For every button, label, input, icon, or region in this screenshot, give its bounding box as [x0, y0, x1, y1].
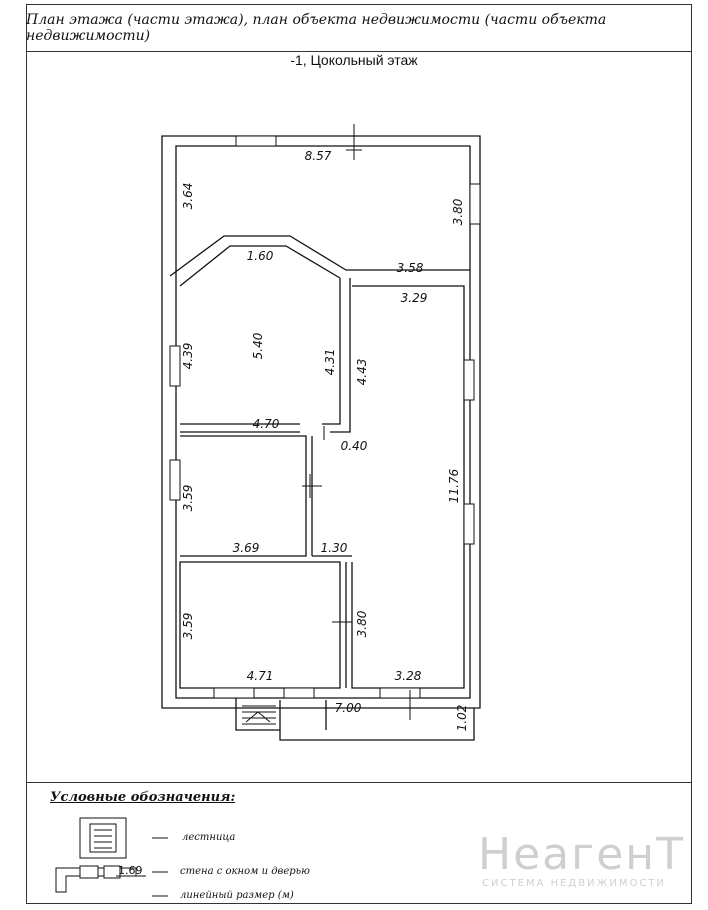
hex-wall-inner [179, 245, 341, 287]
legend-separator [26, 782, 692, 783]
outer-wall-inner [175, 145, 471, 699]
dim-room3-right: 3.80 [355, 610, 369, 637]
dim-room1-diag: 5.40 [251, 332, 265, 359]
legend-wall-icon [55, 865, 137, 893]
room1-wall [322, 278, 341, 425]
dim-top-width: 8.57 [305, 149, 332, 163]
outer-wall [161, 135, 481, 709]
legend-dimension-example: 1.69 [118, 864, 143, 877]
floor-title: -1, Цокольный этаж [290, 52, 418, 68]
dim-left-top: 3.64 [181, 183, 195, 210]
dim-room1-right: 4.31 [323, 349, 337, 376]
legend-wall-label: стена с окном и дверью [180, 866, 310, 877]
window-bottom-2 [283, 687, 315, 699]
dim-right-room-height: 11.76 [447, 468, 461, 503]
window-left-1 [169, 345, 181, 387]
dim-right-room-left: 4.43 [355, 359, 369, 386]
dim-right-room-width: 3.29 [401, 291, 428, 305]
dim-porch-depth: 1.02 [455, 705, 469, 732]
dim-room1-left: 4.39 [181, 343, 195, 370]
cross-mark-3 [332, 610, 352, 634]
dim-corridor-top: 3.58 [397, 261, 424, 275]
dim-right-top: 3.80 [451, 198, 465, 225]
dim-right-room-bottom: 3.28 [395, 669, 422, 683]
window-left-2 [169, 459, 181, 501]
dim-room3-bottom: 4.71 [247, 669, 274, 683]
dim-corridor-step: 1.30 [321, 541, 348, 555]
legend-stairs-icon [79, 817, 127, 859]
right-room [351, 285, 465, 689]
window-right-3 [463, 503, 475, 545]
cross-mark-1 [346, 124, 362, 160]
dim-porch-width: 7.00 [335, 701, 362, 715]
watermark-tagline: СИСТЕМА НЕДВИЖИМОСТИ [482, 878, 666, 889]
dim-room2-bottom: 3.69 [233, 541, 260, 555]
stairs-icon [242, 705, 276, 725]
room2 [180, 435, 307, 557]
dim-hex-top: 1.60 [247, 249, 274, 263]
porch [235, 698, 475, 741]
dim-room2-left: 3.59 [181, 485, 195, 512]
room3 [179, 561, 341, 689]
window-right-2 [463, 359, 475, 401]
page-title: План этажа (части этажа), план объекта н… [26, 11, 607, 44]
watermark: НеагенТ СИСТЕМА НЕДВИЖИМОСТИ [478, 829, 685, 890]
hex-wall [169, 235, 470, 277]
dim-room1-bottom: 4.70 [253, 417, 280, 431]
dim-room3-left: 3.59 [181, 613, 195, 640]
page-header: План этажа (части этажа), план объекта н… [26, 4, 692, 52]
watermark-brand: НеагенТ [478, 829, 685, 880]
drawing-frame [26, 4, 692, 904]
dim-door-gap: 0.40 [341, 439, 368, 453]
window-bottom-1 [213, 687, 255, 699]
window-bottom-3 [379, 687, 421, 699]
legend-stairs-label: лестница [182, 832, 236, 843]
cross-mark-2 [302, 474, 322, 498]
legend-dimension-label: линейный размер (м) [180, 890, 294, 901]
window-right-1 [469, 183, 481, 225]
legend-title: Условные обозначения: [50, 790, 236, 805]
window-top [235, 135, 277, 147]
room1-wall-2 [330, 278, 351, 433]
